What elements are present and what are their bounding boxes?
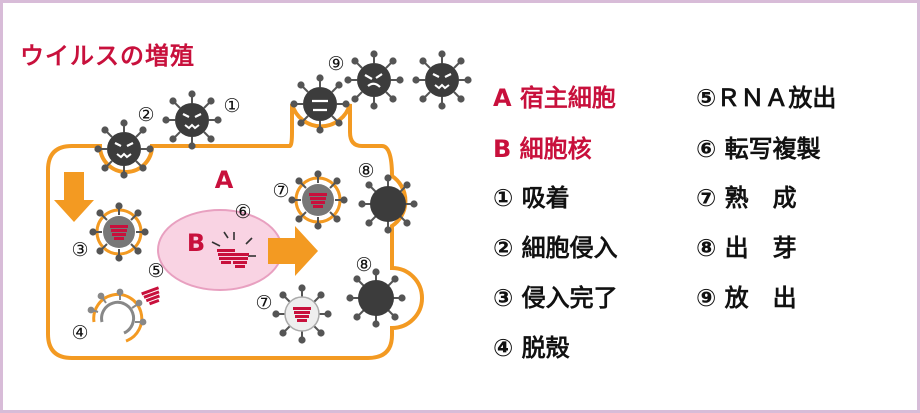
- entry-arrow: [54, 172, 94, 222]
- legend-nucleus: B 細胞核: [493, 135, 592, 163]
- nucleus-label: B: [187, 229, 205, 257]
- cell-label: A: [215, 166, 234, 194]
- step-marker-1: ①: [223, 95, 240, 117]
- virus-adsorption: [162, 90, 222, 150]
- legend-step-7: ⑦ 熟 成: [696, 184, 797, 212]
- step-marker-4: ④: [71, 322, 88, 344]
- legend-step-5: ⑤ＲＮＡ放出: [696, 84, 837, 112]
- virus-released-3: [412, 50, 472, 110]
- virus-maturing-1: [288, 170, 348, 230]
- legend-step-6: ⑥ 転写複製: [696, 135, 821, 163]
- step-marker-5: ⑤: [147, 260, 164, 282]
- virus-budding-1: [358, 174, 418, 234]
- step-marker-7b: ⑦: [255, 292, 272, 314]
- legend-step-4: ④ 脱殻: [493, 334, 570, 362]
- virus-budding-2: [346, 268, 406, 328]
- virus-entering: [94, 119, 154, 179]
- step-marker-8a: ⑧: [357, 160, 374, 182]
- step-marker-7a: ⑦: [272, 180, 289, 202]
- step-marker-3: ③: [71, 239, 88, 261]
- legend-step-2: ② 細胞侵入: [493, 234, 618, 262]
- export-arrow: [268, 226, 318, 276]
- legend-step-9: ⑨ 放 出: [696, 284, 797, 312]
- virus-released-1: [290, 74, 350, 134]
- virus-maturing-2: [272, 284, 332, 344]
- virus-released-2: [344, 50, 404, 110]
- step-marker-8b: ⑧: [355, 254, 372, 276]
- virus-uncoating: [87, 288, 147, 343]
- diagram-title: ウイルスの増殖: [20, 42, 195, 70]
- rna-released: [141, 286, 164, 307]
- virus-entered: [89, 202, 149, 262]
- step-marker-9: ⑨: [327, 53, 344, 75]
- host-cell-membrane: [46, 103, 424, 360]
- step-marker-2: ②: [137, 104, 154, 126]
- legend-step-3: ③ 侵入完了: [493, 284, 618, 312]
- legend-host-cell: A 宿主細胞: [493, 84, 616, 112]
- legend-step-8: ⑧ 出 芽: [696, 234, 797, 262]
- rna-replicating: [211, 231, 256, 268]
- step-marker-6: ⑥: [234, 201, 251, 223]
- legend-step-1: ① 吸着: [493, 184, 570, 212]
